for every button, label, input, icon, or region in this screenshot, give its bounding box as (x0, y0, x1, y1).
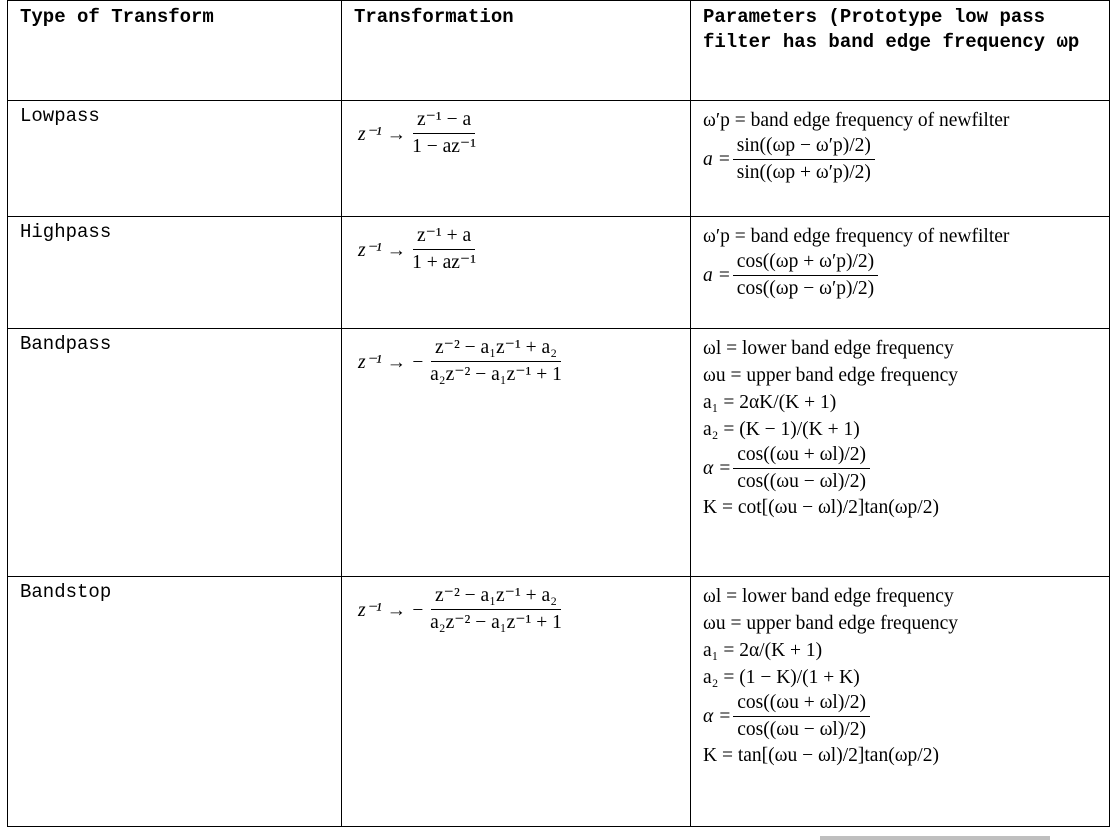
fraction: cos((ωp + ω′p)/2)cos((ωp − ω′p)/2) (732, 251, 879, 300)
denominator: 1 + az⁻¹ (412, 252, 477, 273)
parameter-line: ω′p = band edge frequency of newfilter (703, 110, 1010, 131)
formula-lhs: z⁻¹ → (358, 239, 407, 261)
numerator: z⁻¹ + a (412, 225, 476, 250)
parameter-prefix: a = (703, 148, 731, 170)
parameter-line: K = cot[(ωu − ωl)/2]tan(ωp/2) (703, 497, 939, 518)
fraction: cos((ωu + ωl)/2)cos((ωu − ωl)/2) (733, 444, 871, 493)
parameter-line: ωl = lower band edge frequency (703, 338, 954, 359)
type-cell: Bandstop (7, 576, 342, 827)
parameter-prefix: a = (703, 264, 731, 286)
parameters-cell: ω′p = band edge frequency of newfilter a … (690, 100, 1110, 217)
denominator: a₂z⁻² − a₁z⁻¹ + 1 (430, 364, 562, 385)
parameter-line: ωu = upper band edge frequency (703, 365, 959, 386)
numerator: z⁻² − a₁z⁻¹ + a₂ (431, 585, 562, 610)
parameter-fraction-line: a =cos((ωp + ω′p)/2)cos((ωp − ω′p)/2) (703, 251, 1105, 300)
denominator: cos((ωp − ω′p)/2) (736, 278, 875, 299)
parameter-fraction-line: α =cos((ωu + ωl)/2)cos((ωu − ωl)/2) (703, 444, 1105, 493)
formula-lhs: z⁻¹ → − (358, 351, 425, 373)
trailing-fragment (820, 836, 1050, 840)
parameter-line: a₂ = (1 − K)/(1 + K) (703, 667, 860, 688)
filter-transform-table: Type of Transform Transformation Paramet… (7, 0, 1110, 827)
denominator: 1 − az⁻¹ (412, 136, 477, 157)
numerator: cos((ωp + ω′p)/2) (732, 251, 879, 276)
header-row: Type of Transform Transformation Paramet… (7, 0, 1110, 101)
parameters-cell: ωl = lower band edge frequency ωu = upper… (690, 576, 1110, 827)
parameter-fraction-line: α =cos((ωu + ωl)/2)cos((ωu − ωl)/2) (703, 692, 1105, 741)
header-parameters: Parameters (Prototype low pass filter ha… (690, 0, 1110, 101)
denominator: a₂z⁻² − a₁z⁻¹ + 1 (430, 612, 562, 633)
parameter-prefix: α = (703, 705, 732, 727)
formula-lhs: z⁻¹ → (358, 123, 407, 145)
parameter-line: ω′p = band edge frequency of newfilter (703, 226, 1010, 247)
numerator: cos((ωu + ωl)/2) (733, 444, 871, 469)
denominator: cos((ωu − ωl)/2) (737, 471, 867, 492)
denominator: cos((ωu − ωl)/2) (737, 719, 867, 740)
formula-lhs: z⁻¹ → − (358, 599, 425, 621)
parameter-line: a₂ = (K − 1)/(K + 1) (703, 419, 860, 440)
parameter-line: a₁ = 2αK/(K + 1) (703, 392, 837, 413)
type-cell: Highpass (7, 216, 342, 329)
numerator: cos((ωu + ωl)/2) (733, 692, 871, 717)
header-type: Type of Transform (7, 0, 342, 101)
parameter-line: ωl = lower band edge frequency (703, 586, 954, 607)
numerator: sin((ωp − ω′p)/2) (732, 135, 875, 160)
parameters-cell: ωl = lower band edge frequency ωu = upper… (690, 328, 1110, 577)
parameter-line: K = tan[(ωu − ωl)/2]tan(ωp/2) (703, 745, 939, 766)
numerator: z⁻¹ − a (412, 109, 476, 134)
type-cell: Lowpass (7, 100, 342, 217)
denominator: sin((ωp + ω′p)/2) (736, 162, 871, 183)
parameter-line: ωu = upper band edge frequency (703, 613, 959, 634)
fraction: sin((ωp − ω′p)/2)sin((ωp + ω′p)/2) (732, 135, 875, 184)
header-transformation: Transformation (341, 0, 691, 101)
parameter-prefix: α = (703, 457, 732, 479)
parameter-line: a₁ = 2α/(K + 1) (703, 640, 823, 661)
numerator: z⁻² − a₁z⁻¹ + a₂ (431, 337, 562, 362)
parameter-fraction-line: a =sin((ωp − ω′p)/2)sin((ωp + ω′p)/2) (703, 135, 1105, 184)
fraction: cos((ωu + ωl)/2)cos((ωu − ωl)/2) (733, 692, 871, 741)
header-parameters-text: Parameters (Prototype low pass filter ha… (703, 6, 1080, 53)
parameters-cell: ω′p = band edge frequency of newfilter a … (690, 216, 1110, 329)
type-cell: Bandpass (7, 328, 342, 577)
